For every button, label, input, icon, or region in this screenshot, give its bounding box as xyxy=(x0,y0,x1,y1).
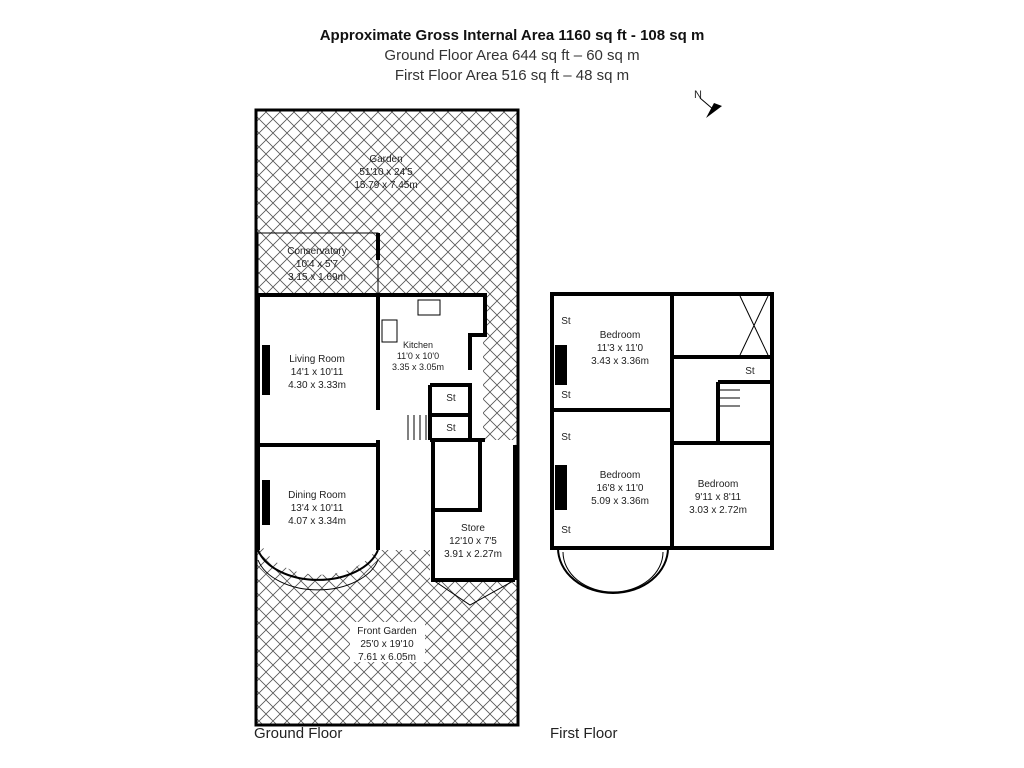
ground-floor-label: Ground Floor xyxy=(254,725,343,742)
room-bedroom-3: Bedroom 9'11 x 8'11 3.03 x 2.72m xyxy=(689,479,747,516)
svg-text:N: N xyxy=(694,89,702,101)
svg-text:5.09 x 3.36m: 5.09 x 3.36m xyxy=(591,496,649,507)
svg-text:9'11 x 8'11: 9'11 x 8'11 xyxy=(695,492,742,503)
room-dining-room: Dining Room 13'4 x 10'11 4.07 x 3.34m xyxy=(288,490,346,527)
svg-text:Living Room: Living Room xyxy=(289,354,345,365)
svg-text:4.07 x 3.34m: 4.07 x 3.34m xyxy=(288,516,346,527)
svg-text:Bedroom: Bedroom xyxy=(698,479,739,490)
room-front-garden: Front Garden 25'0 x 19'10 7.61 x 6.05m xyxy=(350,622,425,663)
svg-text:Bedroom: Bedroom xyxy=(600,330,641,341)
room-garden: Garden 51'10 x 24'5 15.79 x 7.45m xyxy=(354,154,417,191)
first-floor-label: First Floor xyxy=(550,725,618,742)
room-bedroom-1: Bedroom 11'3 x 11'0 3.43 x 3.36m xyxy=(591,330,649,367)
svg-text:Kitchen: Kitchen xyxy=(403,340,433,350)
svg-text:11'0 x 10'0: 11'0 x 10'0 xyxy=(397,351,439,361)
room-living-room: Living Room 14'1 x 10'11 4.30 x 3.33m xyxy=(288,354,346,391)
svg-text:25'0 x 19'10: 25'0 x 19'10 xyxy=(360,639,414,650)
svg-text:Store: Store xyxy=(461,523,485,534)
svg-text:14'1 x 10'11: 14'1 x 10'11 xyxy=(291,367,344,378)
svg-text:Conservatory: Conservatory xyxy=(287,246,346,257)
storage-cupboard: St xyxy=(561,432,571,443)
ground-floor-area: Ground Floor Area 644 sq ft – 60 sq m xyxy=(384,47,640,64)
svg-text:Bedroom: Bedroom xyxy=(600,470,641,481)
room-conservatory: Conservatory 10'4 x 5'7 3.15 x 1.69m xyxy=(287,246,346,283)
storage-cupboard: St xyxy=(561,390,571,401)
svg-text:12'10 x 7'5: 12'10 x 7'5 xyxy=(449,536,497,547)
first-floor-plan: Bedroom 11'3 x 11'0 3.43 x 3.36m Bedroom… xyxy=(550,292,774,594)
gross-area-title: Approximate Gross Internal Area 1160 sq … xyxy=(319,27,705,44)
svg-text:16'8 x 11'0: 16'8 x 11'0 xyxy=(596,483,643,494)
room-kitchen: Kitchen 11'0 x 10'0 3.35 x 3.05m xyxy=(392,340,444,372)
svg-text:3.91 x 2.27m: 3.91 x 2.27m xyxy=(444,549,502,560)
svg-text:11'3 x 11'0: 11'3 x 11'0 xyxy=(597,343,644,354)
storage-cupboard: St xyxy=(446,393,456,404)
room-bedroom-2: Bedroom 16'8 x 11'0 5.09 x 3.36m xyxy=(591,470,649,507)
svg-text:4.30 x 3.33m: 4.30 x 3.33m xyxy=(288,380,346,391)
svg-text:3.15 x 1.69m: 3.15 x 1.69m xyxy=(288,272,346,283)
svg-text:Dining Room: Dining Room xyxy=(288,490,346,501)
storage-cupboard: St xyxy=(561,525,571,536)
svg-text:15.79 x 7.45m: 15.79 x 7.45m xyxy=(354,180,417,191)
storage-cupboard: St xyxy=(561,316,571,327)
svg-text:3.35 x 3.05m: 3.35 x 3.05m xyxy=(392,362,444,372)
svg-text:51'10 x 24'5: 51'10 x 24'5 xyxy=(359,167,413,178)
storage-cupboard: St xyxy=(745,366,755,377)
svg-text:10'4 x 5'7: 10'4 x 5'7 xyxy=(296,259,339,270)
svg-text:13'4 x 10'11: 13'4 x 10'11 xyxy=(291,503,344,514)
svg-text:Front Garden: Front Garden xyxy=(357,626,416,637)
first-floor-area: First Floor Area 516 sq ft – 48 sq m xyxy=(394,67,630,84)
svg-text:3.03 x 2.72m: 3.03 x 2.72m xyxy=(689,505,747,516)
storage-cupboard: St xyxy=(446,423,456,434)
svg-text:7.61 x 6.05m: 7.61 x 6.05m xyxy=(358,652,416,663)
ground-floor-plan: Garden 51'10 x 24'5 15.79 x 7.45m Conser… xyxy=(254,108,520,727)
room-store: Store 12'10 x 7'5 3.91 x 2.27m xyxy=(444,523,502,560)
svg-text:3.43 x 3.36m: 3.43 x 3.36m xyxy=(591,356,649,367)
svg-text:Garden: Garden xyxy=(369,154,402,165)
north-arrow-icon: N xyxy=(694,89,722,118)
